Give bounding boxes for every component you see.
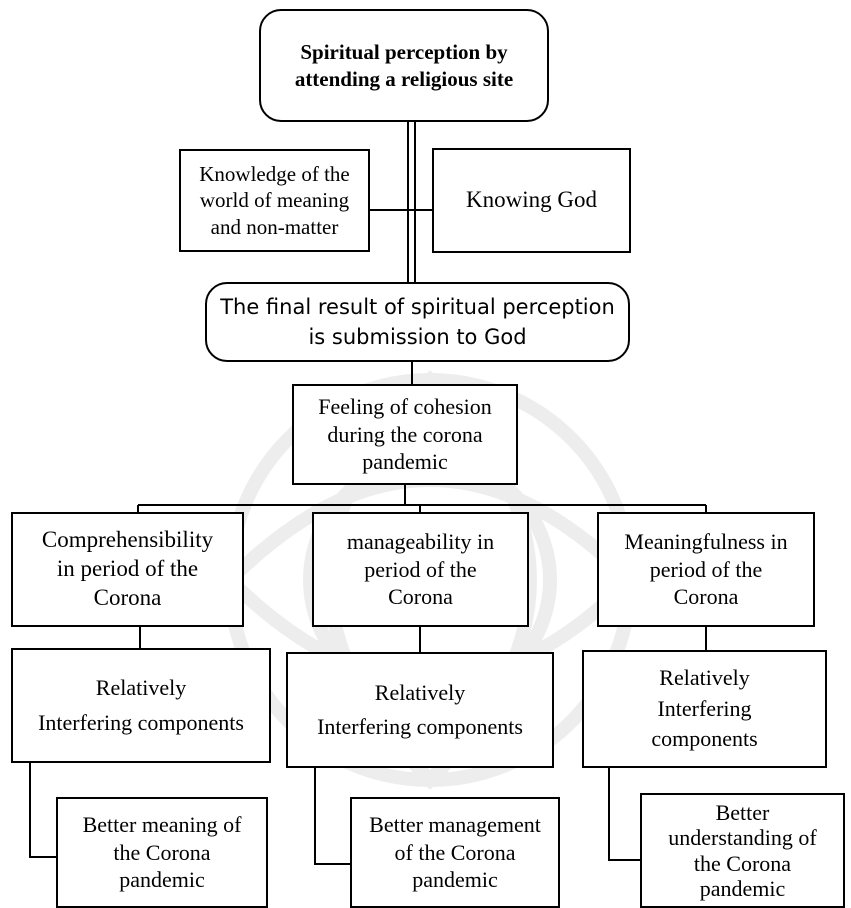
comprehensibility-box: Comprehensibility in period of the Coron… bbox=[11, 512, 244, 627]
components-text-3: Relatively Interfering components bbox=[651, 664, 758, 752]
components-box-1: Relatively Interfering components bbox=[11, 648, 271, 763]
comp-to-outcome-1 bbox=[29, 763, 56, 858]
knowing-god-text: Knowing God bbox=[466, 187, 597, 213]
knowledge-box: Knowledge of the world of meaning and no… bbox=[179, 149, 370, 252]
knowing-god-box: Knowing God bbox=[432, 148, 631, 253]
outcome-box-1: Better meaning of the Corona pandemic bbox=[56, 797, 268, 908]
components-box-2: Relatively Interfering components bbox=[286, 652, 554, 768]
components-box-3: Relatively Interfering components bbox=[582, 650, 827, 768]
outcome-text-3: Better understanding of the Corona pande… bbox=[668, 799, 817, 901]
outcome-text-1: Better meaning of the Corona pandemic bbox=[82, 812, 242, 893]
comp-to-outcome-3 bbox=[608, 768, 640, 861]
comp-to-outcome-2 bbox=[314, 768, 350, 865]
meaningfulness-text: Meaningfulness in period of the Corona bbox=[624, 529, 788, 610]
components-text-1: Relatively Interfering components bbox=[38, 675, 244, 735]
outcome-text-2: Better management of the Corona pandemic bbox=[369, 812, 541, 893]
meaningfulness-box: Meaningfulness in period of the Corona bbox=[597, 512, 815, 627]
outcome-box-2: Better management of the Corona pandemic bbox=[350, 797, 560, 908]
title-text: Spiritual perception by attending a reli… bbox=[294, 40, 514, 91]
outcome-box-3: Better understanding of the Corona pande… bbox=[640, 793, 845, 908]
final-result-text: The final result of spiritual perception… bbox=[220, 294, 615, 349]
components-text-2: Relatively Interfering components bbox=[317, 679, 523, 739]
title-box: Spiritual perception by attending a reli… bbox=[259, 9, 549, 122]
knowledge-text: Knowledge of the world of meaning and no… bbox=[199, 162, 350, 239]
comprehensibility-text: Comprehensibility in period of the Coron… bbox=[41, 527, 214, 610]
cohesion-box: Feeling of cohesion during the corona pa… bbox=[292, 384, 518, 485]
manageability-box: manageability in period of the Corona bbox=[312, 512, 529, 627]
cohesion-text: Feeling of cohesion during the corona pa… bbox=[318, 394, 492, 475]
final-result-box: The final result of spiritual perception… bbox=[205, 282, 630, 362]
manageability-text: manageability in period of the Corona bbox=[346, 529, 495, 610]
